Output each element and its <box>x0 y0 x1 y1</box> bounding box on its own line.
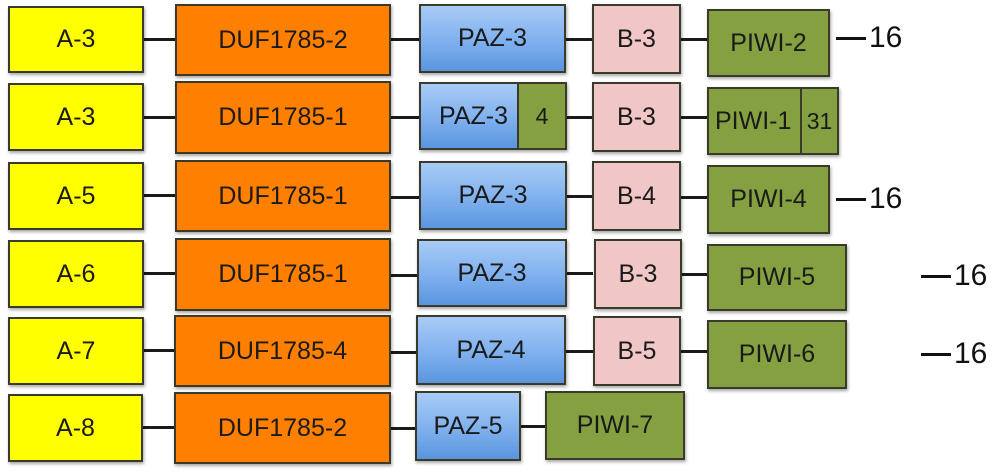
linker-line <box>390 351 419 354</box>
domain-label: PAZ-4 <box>456 335 526 364</box>
domain-piwi: PIWI-4 <box>707 165 830 234</box>
linker-line <box>680 116 708 119</box>
tail-dash <box>836 197 866 201</box>
domain-label: PAZ-3 <box>458 24 527 52</box>
domain-label: PAZ-3 <box>457 258 527 287</box>
linker-line <box>143 349 176 352</box>
domain-piwi: PIWI-1 31 <box>707 87 839 155</box>
linker-line <box>143 38 176 41</box>
domain-a: A-5 <box>8 162 144 230</box>
linker-line <box>519 425 546 428</box>
domain-piwi: PIWI-2 <box>707 9 830 77</box>
domain-label: PIWI-7 <box>576 411 654 439</box>
domain-duf1785: DUF1785-1 <box>175 81 391 154</box>
domain-duf1785: DUF1785-2 <box>174 392 391 464</box>
domain-label: PIWI-2 <box>730 28 807 57</box>
domain-piwi: PIWI-7 <box>545 391 685 460</box>
tail-annotation: 16 <box>921 259 987 293</box>
domain-duf1785: DUF1785-2 <box>175 4 391 76</box>
domain-label: PIWI-4 <box>730 185 807 213</box>
domain-label: DUF1785-1 <box>218 103 348 131</box>
domain-paz: PAZ-3 <box>417 239 567 307</box>
domain-label: PAZ-3 <box>458 181 528 209</box>
domain-label: PIWI-5 <box>738 263 816 291</box>
linker-line <box>143 194 176 197</box>
tail-dash <box>921 274 951 278</box>
domain-paz: PAZ-4 <box>416 315 566 385</box>
domain-label: PAZ-3 <box>439 101 508 130</box>
domain-b: B-5 <box>593 316 681 386</box>
domain-label: A-5 <box>56 181 96 210</box>
linker-line <box>680 38 708 41</box>
domain-label: A-8 <box>56 413 95 442</box>
linker-line <box>390 38 421 41</box>
domain-label: DUF1785-4 <box>217 336 348 365</box>
domain-label: PAZ-5 <box>433 411 503 440</box>
insert-label: 31 <box>806 107 833 134</box>
linker-line <box>680 350 708 353</box>
tail-label: 16 <box>869 182 903 215</box>
domain-label: DUF1785-1 <box>218 260 348 288</box>
linker-line <box>390 427 417 430</box>
domain-piwi: PIWI-6 <box>707 320 847 389</box>
linker-line <box>565 38 593 41</box>
tail-dash <box>921 352 951 356</box>
domain-paz: PAZ-3 <box>419 4 566 73</box>
linker-line <box>142 426 175 429</box>
linker-line <box>390 116 421 119</box>
linker-line <box>143 272 176 275</box>
linker-line <box>143 116 176 119</box>
domain-label: DUF1785-2 <box>218 25 348 54</box>
domain-label: B-3 <box>617 24 656 53</box>
domain-label: PIWI-6 <box>738 340 816 368</box>
linker-line <box>681 273 708 276</box>
domain-insert: 4 <box>517 84 565 148</box>
domain-b: B-3 <box>592 4 681 74</box>
linker-line <box>565 272 593 275</box>
domain-label: A-3 <box>56 102 96 131</box>
tail-label: 16 <box>954 259 988 292</box>
tail-annotation: 16 <box>921 337 987 371</box>
domain-label: A-3 <box>56 25 96 53</box>
tail-dash <box>836 36 866 40</box>
domain-paz: PAZ-3 <box>419 161 567 230</box>
domain-duf1785: DUF1785-4 <box>174 315 391 387</box>
domain-label: B-4 <box>617 181 656 210</box>
domain-a: A-8 <box>8 394 143 462</box>
domain-label: A-6 <box>56 259 96 288</box>
linker-line <box>390 274 419 277</box>
linker-line <box>566 195 593 198</box>
domain-insert: 31 <box>800 89 837 153</box>
tail-annotation: 16 <box>836 182 903 215</box>
domain-b: B-3 <box>594 239 682 309</box>
domain-a: A-7 <box>8 317 144 385</box>
domain-label: B-3 <box>617 102 656 131</box>
linker-line <box>390 196 421 199</box>
tail-label: 16 <box>869 21 903 54</box>
domain-piwi: PIWI-5 <box>707 244 847 311</box>
domain-label: PIWI-1 <box>715 106 792 135</box>
domain-label: B-5 <box>617 336 657 365</box>
domain-a: A-3 <box>8 83 144 151</box>
linker-line <box>681 196 708 199</box>
domain-duf1785: DUF1785-1 <box>175 160 391 232</box>
domain-label: B-3 <box>618 259 658 288</box>
domain-b: B-3 <box>592 82 681 152</box>
domain-paz: PAZ-5 <box>415 391 521 461</box>
domain-duf1785: DUF1785-1 <box>175 238 391 311</box>
domain-b: B-4 <box>592 161 681 231</box>
tail-label: 16 <box>954 337 988 370</box>
domain-a: A-6 <box>8 240 144 308</box>
domain-label: DUF1785-2 <box>217 413 348 442</box>
linker-line <box>565 116 593 119</box>
domain-label: A-7 <box>56 336 96 365</box>
linker-line <box>565 350 593 353</box>
domain-label: DUF1785-1 <box>218 181 348 210</box>
tail-annotation: 16 <box>836 21 903 54</box>
domain-paz: PAZ-3 4 <box>419 82 567 150</box>
insert-label: 4 <box>535 102 549 129</box>
domain-a: A-3 <box>8 6 144 73</box>
